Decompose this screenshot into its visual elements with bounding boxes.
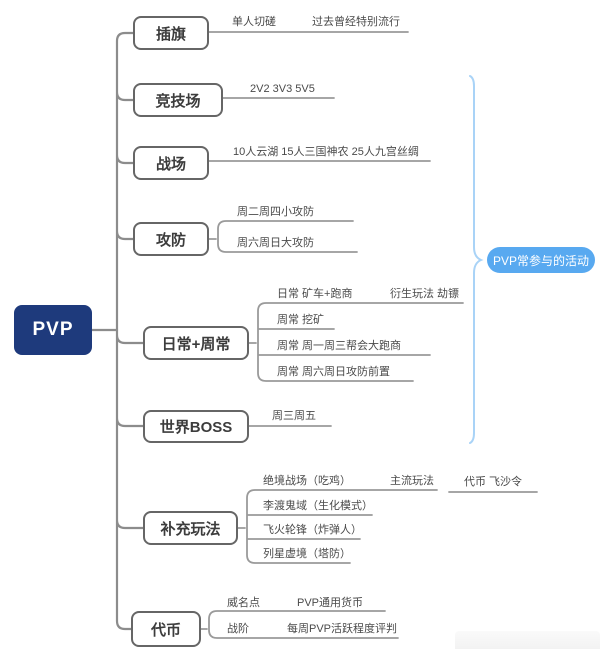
leaf-boss-days[interactable]: 周三周五 xyxy=(272,410,316,422)
leaf-daily-minecart-trade[interactable]: 日常 矿车+跑商 xyxy=(277,288,353,300)
branch-node-extra-modes[interactable]: 补充玩法 xyxy=(143,511,238,545)
leaf-zombie-mode[interactable]: 李渡鬼域（生化模式） xyxy=(263,500,373,512)
leaf-derived-robbery[interactable]: 衍生玩法 劫镖 xyxy=(390,288,460,300)
leaf-token-feishaling[interactable]: 代币 飞沙令 xyxy=(464,476,523,488)
branch-node-arena[interactable]: 竞技场 xyxy=(133,83,223,117)
leaf-bomberman-mode[interactable]: 飞火轮锋（炸弹人） xyxy=(263,524,362,536)
branch-node-siege[interactable]: 攻防 xyxy=(133,222,209,256)
leaf-solo-duel[interactable]: 单人切磋 xyxy=(232,16,276,28)
group-callout-label[interactable]: PVP常参与的活动 xyxy=(487,247,595,273)
trunk-and-branch-lines xyxy=(115,31,145,631)
leaf-weekly-siege-prep[interactable]: 周常 周六周日攻防前置 xyxy=(277,366,391,378)
leaf-tower-defense-mode[interactable]: 列星虚境（塔防） xyxy=(263,548,351,560)
leaf-pvp-currency[interactable]: PVP通用货币 xyxy=(297,597,364,609)
leaf-small-siege[interactable]: 周二周四小攻防 xyxy=(237,206,314,218)
leaf-weekly-mining[interactable]: 周常 挖矿 xyxy=(277,314,325,326)
branch-node-tokens[interactable]: 代币 xyxy=(131,611,201,647)
leaf-big-siege[interactable]: 周六周日大攻防 xyxy=(237,237,314,249)
leaf-prestige-points[interactable]: 威名点 xyxy=(227,597,260,609)
leaf-mainstream-mode[interactable]: 主流玩法 xyxy=(390,475,434,487)
leaf-war-rank[interactable]: 战阶 xyxy=(227,623,249,635)
leaf-underlines xyxy=(200,31,538,639)
branch-node-battlefield[interactable]: 战场 xyxy=(133,146,209,180)
branch-node-flag-duel[interactable]: 插旗 xyxy=(133,16,209,50)
group-brace xyxy=(469,75,484,444)
leaf-weekly-activity-rating[interactable]: 每周PVP活跃程度评判 xyxy=(287,623,398,635)
leaf-battle-royale[interactable]: 绝境战场（吃鸡） xyxy=(263,475,351,487)
leaf-once-popular[interactable]: 过去曾经特别流行 xyxy=(312,16,400,28)
leaf-arena-formats[interactable]: 2V2 3V3 5V5 xyxy=(250,83,315,95)
root-node-pvp[interactable]: PVP xyxy=(14,305,92,355)
branch-node-daily-weekly[interactable]: 日常+周常 xyxy=(143,326,249,360)
leaf-battlefield-maps[interactable]: 10人云湖 15人三国神农 25人九宫丝绸 xyxy=(233,146,419,158)
leaf-weekly-guild-trade[interactable]: 周常 周一周三帮会大跑商 xyxy=(277,340,402,352)
branch-node-world-boss[interactable]: 世界BOSS xyxy=(143,410,249,443)
